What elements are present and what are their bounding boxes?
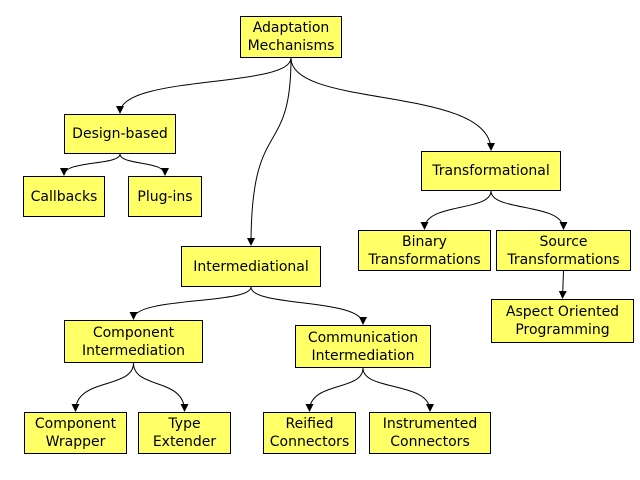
node-transformational: Transformational: [421, 151, 561, 191]
edge-source-transformations-to-aspect-oriented-programming: [558, 270, 567, 299]
edge-adaptation-mechanisms-to-transformational: [290, 57, 495, 151]
edge-adaptation-mechanisms-to-design-based: [116, 57, 292, 114]
node-component-intermediation: Component Intermediation: [64, 320, 203, 363]
edge-adaptation-mechanisms-to-intermediational: [247, 57, 292, 246]
node-callbacks: Callbacks: [23, 176, 105, 217]
edge-transformational-to-source-transformations: [490, 190, 568, 230]
node-design-based: Design-based: [64, 114, 176, 154]
node-adaptation-mechanisms: Adaptation Mechanisms: [240, 16, 342, 58]
edge-intermediational-to-communication-intermediation: [250, 286, 367, 325]
node-communication-intermediation: Communication Intermediation: [295, 325, 431, 368]
edge-component-intermediation-to-component-wrapper: [71, 362, 134, 412]
node-instrumented-connectors: Instrumented Connectors: [369, 412, 491, 454]
node-aspect-oriented-programming: Aspect Oriented Programming: [491, 299, 634, 343]
edge-intermediational-to-component-intermediation: [129, 286, 252, 320]
node-source-transformations: Source Transformations: [496, 230, 631, 271]
node-type-extender: Type Extender: [138, 412, 231, 454]
edge-component-intermediation-to-type-extender: [133, 362, 189, 412]
node-plug-ins: Plug-ins: [128, 176, 202, 217]
edge-design-based-to-callbacks: [60, 153, 121, 176]
node-intermediational: Intermediational: [181, 246, 321, 287]
node-component-wrapper: Component Wrapper: [24, 412, 127, 454]
edge-transformational-to-binary-transformations: [420, 190, 492, 230]
edge-design-based-to-plug-ins: [119, 153, 169, 176]
edge-communication-intermediation-to-reified-connectors: [305, 367, 364, 412]
node-binary-transformations: Binary Transformations: [358, 230, 491, 271]
edge-communication-intermediation-to-instrumented-connectors: [362, 367, 434, 412]
node-reified-connectors: Reified Connectors: [263, 412, 356, 454]
